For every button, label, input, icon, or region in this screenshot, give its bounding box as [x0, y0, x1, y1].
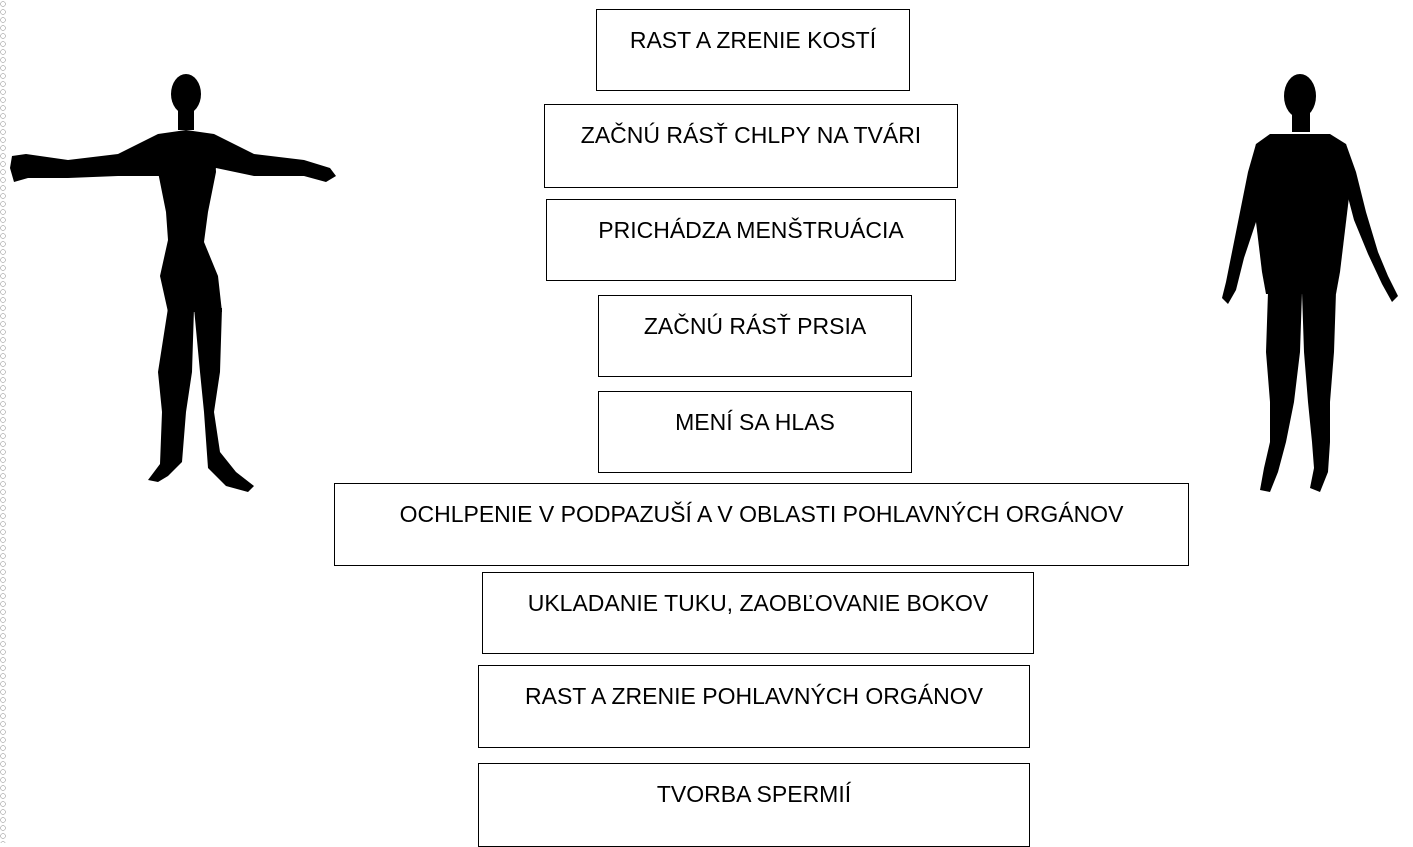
card-sperm-production: TVORBA SPERMIÍ [478, 763, 1030, 847]
card-voice-change: MENÍ SA HLAS [598, 391, 912, 473]
card-menstruation: PRICHÁDZA MENŠTRUÁCIA [546, 199, 956, 281]
female-silhouette-icon [10, 74, 336, 492]
card-sex-organs: RAST A ZRENIE POHLAVNÝCH ORGÁNOV [478, 665, 1030, 748]
card-bone-growth: RAST A ZRENIE KOSTÍ [596, 9, 910, 91]
card-facial-hair: ZAČNÚ RÁSŤ CHLPY NA TVÁRI [544, 104, 958, 188]
card-breast-growth: ZAČNÚ RÁSŤ PRSIA [598, 295, 912, 377]
card-body-hair: OCHLPENIE V PODPAZUŠÍ A V OBLASTI POHLAV… [334, 483, 1189, 566]
card-fat-deposits: UKLADANIE TUKU, ZAOBĽOVANIE BOKOV [482, 572, 1034, 654]
male-silhouette-icon [1222, 74, 1398, 492]
page-border-decoration [0, 0, 6, 843]
